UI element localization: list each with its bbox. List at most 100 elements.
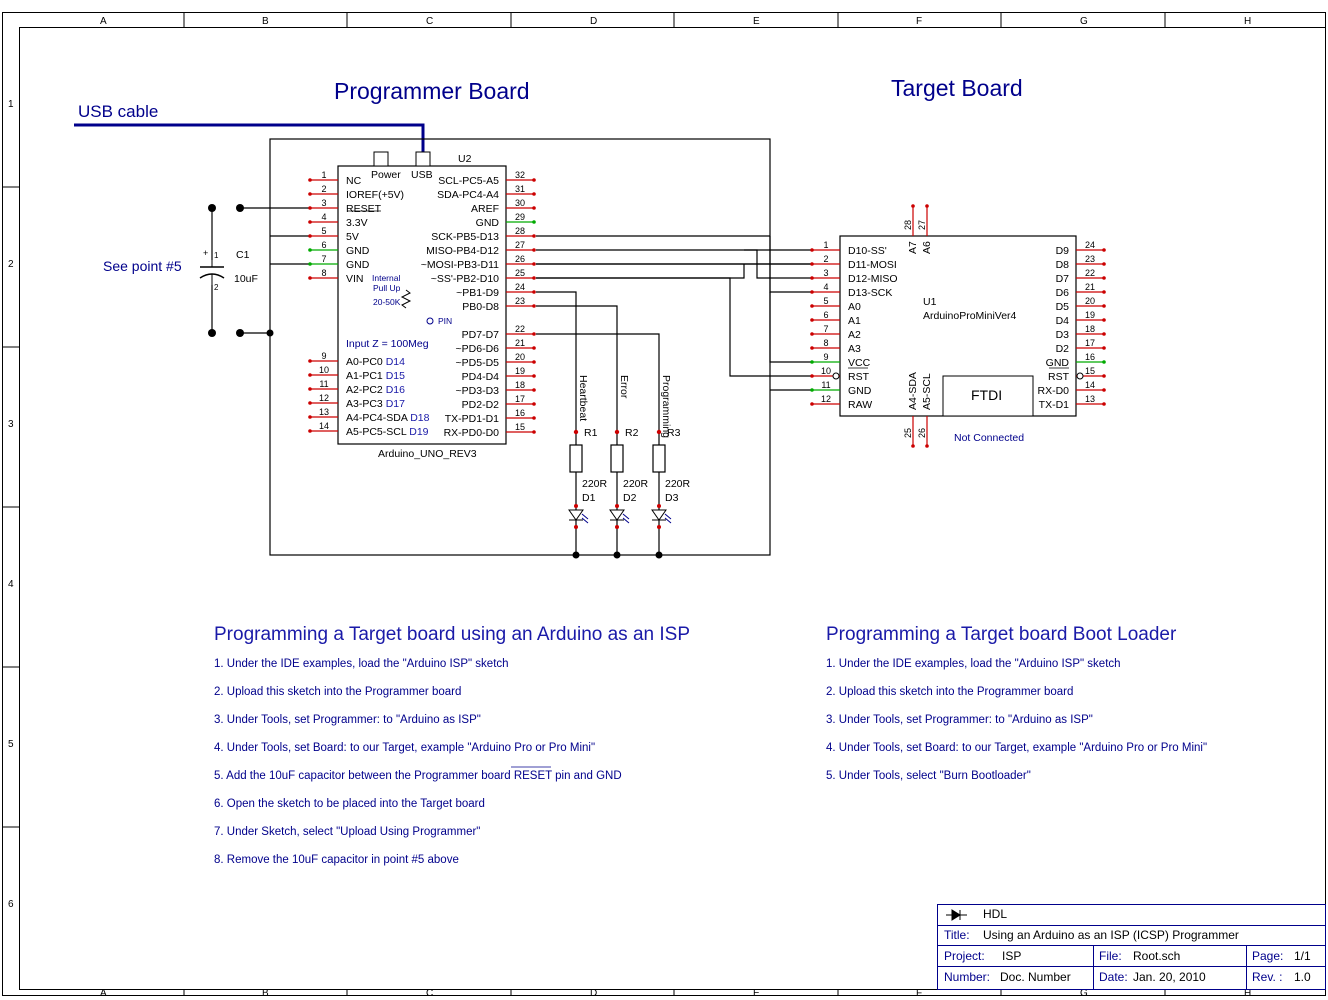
tb-file: Root.sch bbox=[1133, 949, 1180, 963]
pin-name: D5 bbox=[1056, 301, 1070, 313]
pin-name: A1 bbox=[848, 315, 861, 327]
pin-end bbox=[1102, 304, 1106, 308]
section2-step: 1. Under the IDE examples, load the "Ard… bbox=[826, 658, 1121, 670]
pin-end bbox=[911, 444, 915, 448]
led-ref: D3 bbox=[665, 492, 679, 504]
ftdi-label: FTDI bbox=[971, 387, 1002, 403]
pin-number: 25 bbox=[903, 428, 913, 438]
pin-number: 18 bbox=[515, 380, 525, 390]
grid-row-label: 1 bbox=[8, 99, 14, 110]
pin-end bbox=[308, 359, 312, 363]
tb-number-label: Number: bbox=[944, 970, 990, 984]
pin-end bbox=[308, 262, 312, 266]
pin-number: 24 bbox=[515, 282, 525, 292]
led-net-label: Error bbox=[618, 375, 630, 399]
pin-digital-alias: D19 bbox=[409, 426, 428, 438]
pin-number: 23 bbox=[1085, 254, 1095, 264]
pin-name: D8 bbox=[1056, 259, 1070, 271]
pin-end bbox=[308, 234, 312, 238]
grid-col-label: E bbox=[753, 988, 760, 999]
pin-end bbox=[615, 525, 619, 529]
arduino-uno-u2: Power USB U2 Arduino_UNO_REV3 Input Z = … bbox=[308, 151, 536, 460]
pullup-value: 20-50K bbox=[373, 297, 401, 307]
pin-name: A2 bbox=[848, 329, 861, 341]
pin-end bbox=[925, 444, 929, 448]
led-ref: D2 bbox=[623, 492, 637, 504]
pin-end bbox=[532, 178, 536, 182]
pin-name: SCK-PB5-D13 bbox=[431, 231, 499, 243]
pin-name: ~PD3-D3 bbox=[456, 385, 500, 397]
grid-row-label: 5 bbox=[8, 739, 14, 750]
pin-number: 17 bbox=[515, 394, 525, 404]
grid-col-label: H bbox=[1244, 16, 1251, 27]
pin-end bbox=[308, 192, 312, 196]
grid-col-label: F bbox=[916, 16, 922, 27]
pin-number: 10 bbox=[821, 366, 831, 376]
inversion-bubble bbox=[1076, 372, 1084, 380]
pin-end bbox=[308, 401, 312, 405]
pin-name: ~SS'-PB2-D10 bbox=[431, 273, 499, 285]
pin-end bbox=[1102, 262, 1106, 266]
pin-number: 22 bbox=[515, 324, 525, 334]
section1-step: 1. Under the IDE examples, load the "Ard… bbox=[214, 658, 509, 670]
pin-number: 12 bbox=[821, 394, 831, 404]
pin-number: 28 bbox=[515, 226, 525, 236]
section1-step: 8. Remove the 10uF capacitor in point #5… bbox=[214, 854, 459, 866]
pin-name: A2-PC2 D16 bbox=[346, 384, 405, 396]
pin-end bbox=[657, 525, 661, 529]
pin-number: 7 bbox=[823, 324, 828, 334]
grid-col-label: G bbox=[1080, 988, 1088, 999]
pin-end bbox=[532, 346, 536, 350]
grid-row-label: 4 bbox=[8, 579, 14, 590]
pin-end bbox=[574, 525, 578, 529]
pin-number: 20 bbox=[1085, 296, 1095, 306]
pin-end bbox=[532, 276, 536, 280]
resistor-value: 220R bbox=[582, 478, 608, 490]
pin-name: RST bbox=[1048, 371, 1070, 383]
pin-end bbox=[1102, 332, 1106, 336]
pin-number: 11 bbox=[821, 380, 830, 390]
pin-digital-alias: D17 bbox=[386, 398, 405, 410]
pin-number: 3 bbox=[823, 268, 828, 278]
led-ray bbox=[581, 517, 589, 524]
pin-end bbox=[1102, 276, 1106, 280]
resistor-body bbox=[652, 444, 666, 473]
pin-name: NC bbox=[346, 175, 362, 187]
pin-end bbox=[532, 192, 536, 196]
tb-project: ISP bbox=[1002, 949, 1021, 963]
pin-number: 26 bbox=[917, 428, 927, 438]
pin-number: 23 bbox=[515, 296, 525, 306]
pin-end bbox=[810, 304, 814, 308]
led-ray bbox=[581, 513, 589, 520]
pin-name: D4 bbox=[1056, 315, 1070, 327]
inversion-bubble bbox=[832, 372, 840, 380]
pin-end bbox=[308, 415, 312, 419]
pin-name: D10-SS' bbox=[848, 245, 887, 257]
pin-end bbox=[532, 304, 536, 308]
pin-name: ~PD6-D6 bbox=[456, 343, 500, 355]
resistor-ref: R3 bbox=[667, 427, 681, 439]
pin-end bbox=[308, 373, 312, 377]
pin-end bbox=[532, 388, 536, 392]
pin-end bbox=[532, 430, 536, 434]
resistor-body bbox=[569, 444, 583, 473]
pin-name: GND bbox=[848, 385, 872, 397]
pin-name: TX-PD1-D1 bbox=[445, 413, 499, 425]
pin-name: RX-PD0-D0 bbox=[444, 427, 500, 439]
pin-end bbox=[532, 248, 536, 252]
section1-steps: 1. Under the IDE examples, load the "Ard… bbox=[214, 658, 622, 866]
input-z-label: Input Z = 100Meg bbox=[346, 338, 429, 350]
pin-end bbox=[614, 429, 620, 435]
pin-end bbox=[1102, 248, 1106, 252]
pin-name: RESET bbox=[346, 203, 382, 215]
pin-end bbox=[810, 262, 814, 266]
pin-number: 21 bbox=[515, 338, 525, 348]
pin-name: GND bbox=[346, 245, 370, 257]
pin-number: 19 bbox=[515, 366, 525, 376]
pin-name: A7 bbox=[907, 241, 919, 254]
pin-end bbox=[308, 387, 312, 391]
pin-number: 11 bbox=[319, 379, 328, 389]
usb-cable-label: USB cable bbox=[78, 102, 158, 121]
pin-end bbox=[532, 262, 536, 266]
